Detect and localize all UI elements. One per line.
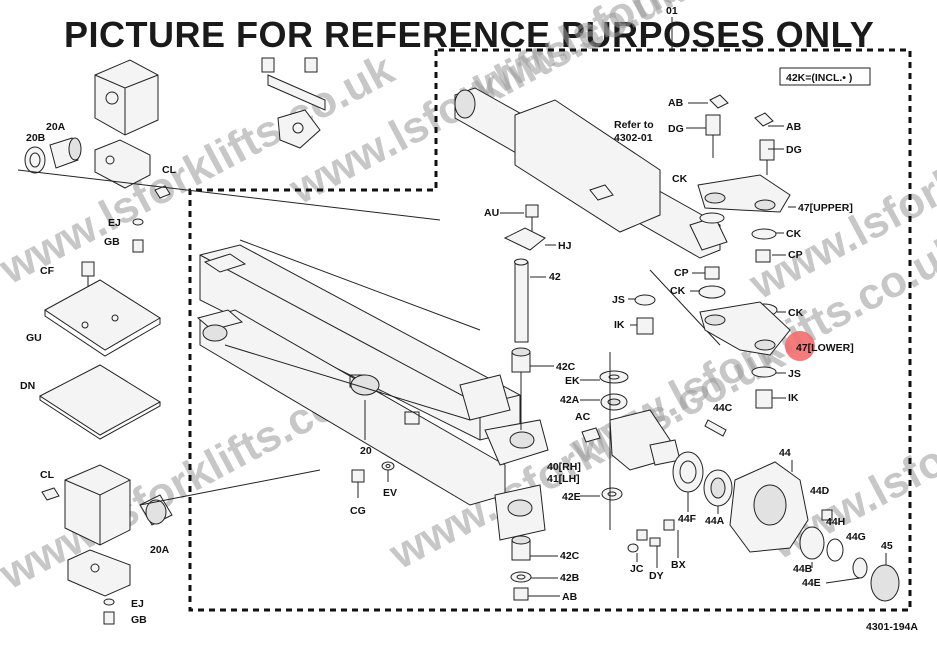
callout-js: JS <box>788 368 801 380</box>
callout-ej: EJ <box>108 217 121 229</box>
top-bracket <box>261 57 326 149</box>
callout-cp: CP <box>788 249 803 261</box>
highlight-marker <box>785 331 815 361</box>
callout-ab: AB <box>668 97 684 109</box>
callout-ck: CK <box>670 285 686 297</box>
callout-ck: CK <box>786 228 802 240</box>
callout-gu: GU <box>26 332 42 344</box>
refer-to-line-2: 4302-01 <box>614 132 653 144</box>
left-parts <box>17 59 441 625</box>
callout-cp: CP <box>674 267 689 279</box>
callout-42c: 42C <box>560 550 580 562</box>
callout-42b: 42B <box>560 572 580 584</box>
callout-44g: 44G <box>846 531 866 543</box>
reference-banner: PICTURE FOR REFERENCE PURPOSES ONLY <box>64 14 875 55</box>
drawing-number: 4301-194A <box>866 621 918 633</box>
leader-lines <box>357 102 887 597</box>
callout-ab: AB <box>786 121 802 133</box>
callout-bx: BX <box>671 559 686 571</box>
callout-41-lh: 41[LH] <box>547 473 580 485</box>
callout-gb: GB <box>131 614 147 626</box>
callout-ck: CK <box>672 173 688 185</box>
callout-47-lower: 47[LOWER] <box>796 342 854 354</box>
callout-42a: 42A <box>560 394 580 406</box>
callout-44f: 44F <box>678 513 697 525</box>
assembly-boundary <box>188 48 912 612</box>
steering-cylinder <box>454 87 728 259</box>
callout-cl: CL <box>40 469 55 481</box>
steering-arms <box>634 94 815 409</box>
callout-44b: 44B <box>793 563 813 575</box>
callout-jc: JC <box>630 563 644 575</box>
callout-dn: DN <box>20 380 35 392</box>
callout-44h: 44H <box>826 516 845 528</box>
callout-ck: CK <box>788 307 804 319</box>
hub-assembly <box>627 419 900 602</box>
callout-20: 20 <box>360 445 372 457</box>
callout-dg: DG <box>668 123 684 135</box>
axle-beam <box>196 239 549 541</box>
callout-40-rh: 40[RH] <box>547 461 581 473</box>
callout-44c: 44C <box>713 402 733 414</box>
callout-ev: EV <box>383 487 397 499</box>
callout-dg: DG <box>786 144 802 156</box>
callout-cg: CG <box>350 505 366 517</box>
callout-au: AU <box>484 207 499 219</box>
callout-20a: 20A <box>46 121 66 133</box>
callout-hj: HJ <box>558 240 572 252</box>
callout-cl: CL <box>162 164 177 176</box>
callout-cf: CF <box>40 265 55 277</box>
refer-to-line-1: Refer to <box>614 119 654 131</box>
callout-42: 42 <box>549 271 561 283</box>
callout-44e: 44E <box>802 577 821 589</box>
callout-44d: 44D <box>810 485 830 497</box>
callout-gb: GB <box>104 236 120 248</box>
callout-44: 44 <box>779 447 791 459</box>
callout-42c: 42C <box>556 361 576 373</box>
small-parts <box>351 461 395 490</box>
callout-dy: DY <box>649 570 664 582</box>
kingpin-stack <box>503 204 546 601</box>
callout-js: JS <box>612 294 625 306</box>
callout-ab: AB <box>562 591 578 603</box>
callout-42e: 42E <box>562 491 581 503</box>
callouts: AB AB DG DG Refer to 4302-01 CK 47[UPPER… <box>20 97 918 633</box>
callout-20b: 20B <box>26 132 46 144</box>
legend-box <box>779 67 871 86</box>
callout-ej: EJ <box>131 598 144 610</box>
callout-ac: AC <box>575 411 591 423</box>
callout-20a: 20A <box>150 544 170 556</box>
callout-ik: IK <box>788 392 799 404</box>
legend-text: 42K=(INCL.• ) <box>786 72 852 84</box>
callout-ek: EK <box>565 375 580 387</box>
callout-44a: 44A <box>705 515 725 527</box>
callout-45: 45 <box>881 540 893 552</box>
knuckle <box>581 269 721 530</box>
assembly-number: 01 <box>666 5 678 17</box>
callout-ik: IK <box>614 319 625 331</box>
callout-47-upper: 47[UPPER] <box>798 202 853 214</box>
